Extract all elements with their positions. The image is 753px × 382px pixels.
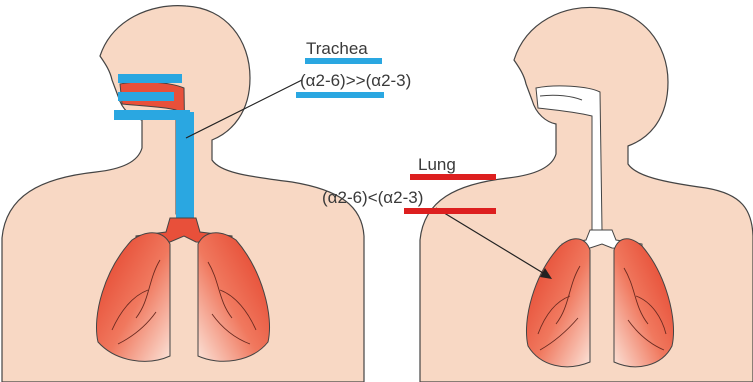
lung-title: Lung (418, 155, 456, 174)
lung-title-underline (410, 174, 496, 180)
lung-ratio: (α2-6)<(α2-3) (322, 188, 423, 207)
right-figure (420, 7, 753, 382)
trachea-title-underline (305, 58, 382, 64)
trachea-ratio-underline (296, 92, 384, 98)
trachea-label-group: Trachea (α2-6)>>(α2-3) (296, 39, 411, 98)
left-trachea-highlight-mid (118, 92, 174, 101)
lung-ratio-underline (404, 208, 496, 214)
left-trachea-highlight-tube (176, 112, 194, 218)
trachea-ratio: (α2-6)>>(α2-3) (300, 71, 411, 90)
trachea-title: Trachea (306, 39, 368, 58)
left-trachea-highlight-top (118, 74, 182, 83)
